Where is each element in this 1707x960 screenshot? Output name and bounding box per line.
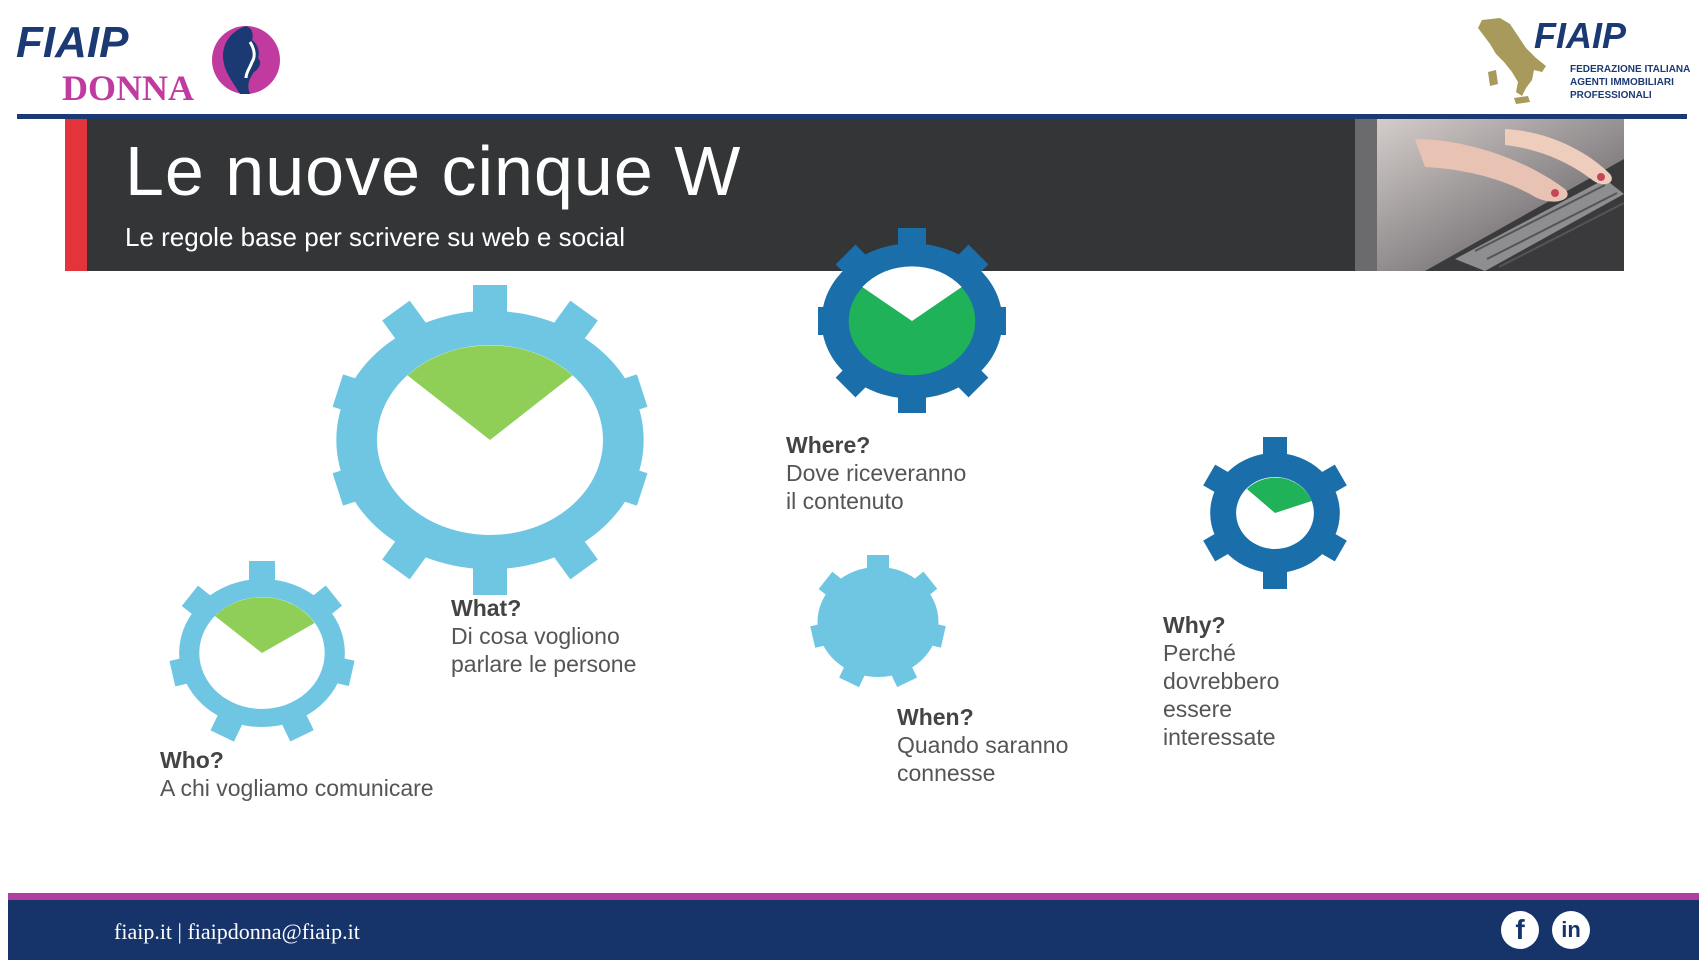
linkedin-icon[interactable]: in bbox=[1552, 911, 1590, 949]
when-question: When? bbox=[897, 704, 974, 730]
when-description: Quando saranno connesse bbox=[897, 732, 1069, 786]
when-label: When? Quando saranno connesse bbox=[897, 703, 1068, 787]
why-description: Perché dovrebbero essere interessate bbox=[1163, 640, 1280, 750]
who-question: Who? bbox=[160, 747, 224, 773]
why-gear-icon bbox=[1203, 437, 1347, 589]
logo-wordmark: FIAIP bbox=[1534, 15, 1627, 56]
where-gear-icon bbox=[818, 228, 1006, 413]
woman-profile-icon bbox=[212, 26, 280, 94]
logo-subword: DONNA bbox=[62, 68, 194, 107]
footer-bar: fiaip.it | fiaipdonna@fiaip.it f in bbox=[8, 900, 1699, 960]
when-gear-icon bbox=[810, 555, 946, 688]
title-banner: Le nuove cinque W Le regole base per scr… bbox=[65, 119, 1624, 271]
footer-contact-text: fiaip.it | fiaipdonna@fiaip.it bbox=[114, 919, 360, 944]
who-label: Who? A chi vogliamo comunicare bbox=[160, 746, 434, 802]
tagline-line-1: FEDERAZIONE ITALIANA bbox=[1570, 64, 1690, 75]
what-gear-icon bbox=[332, 285, 648, 595]
slide-subtitle: Le regole base per scrivere su web e soc… bbox=[125, 222, 626, 252]
where-question: Where? bbox=[786, 432, 871, 458]
italy-map-icon bbox=[1478, 18, 1546, 104]
who-description: A chi vogliamo comunicare bbox=[160, 775, 434, 801]
where-label: Where? Dove riceveranno il contenuto bbox=[786, 431, 966, 515]
where-description: Dove riceveranno il contenuto bbox=[786, 460, 967, 514]
fiaip-logo: FIAIP FEDERAZIONE ITALIANA AGENTI IMMOBI… bbox=[1478, 15, 1690, 104]
who-gear-icon bbox=[169, 561, 355, 742]
fiaip-donna-logo: FIAIP DONNA bbox=[16, 18, 280, 107]
facebook-icon[interactable]: f bbox=[1501, 911, 1539, 949]
banner-accent-bar bbox=[65, 119, 87, 271]
what-label: What? Di cosa vogliono parlare le person… bbox=[451, 594, 636, 678]
why-label: Why? Perché dovrebbero essere interessat… bbox=[1163, 611, 1279, 751]
laptop-typing-photo bbox=[1355, 119, 1624, 271]
logo-wordmark: FIAIP bbox=[16, 18, 129, 67]
footer-divider bbox=[8, 893, 1699, 900]
header-divider bbox=[17, 114, 1687, 119]
what-question: What? bbox=[451, 595, 522, 621]
why-question: Why? bbox=[1163, 612, 1226, 638]
what-description: Di cosa vogliono parlare le persone bbox=[451, 623, 637, 677]
slide-title: Le nuove cinque W bbox=[125, 132, 742, 210]
tagline-line-2: AGENTI IMMOBILIARI bbox=[1570, 77, 1674, 88]
tagline-line-3: PROFESSIONALI bbox=[1570, 90, 1652, 101]
